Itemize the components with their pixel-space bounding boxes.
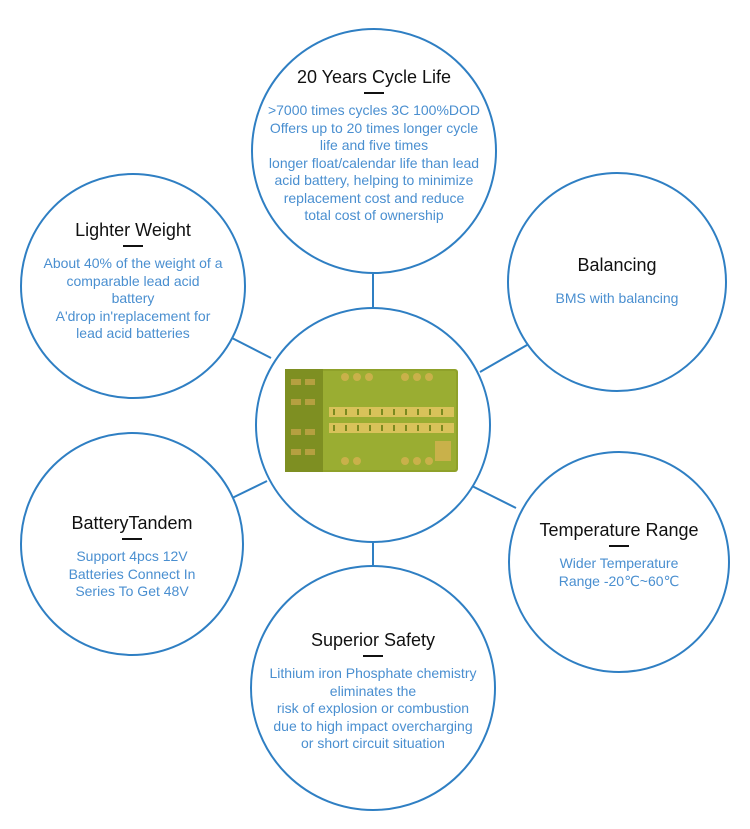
title-dash bbox=[364, 92, 384, 94]
cycle-life-description: >7000 times cycles 3C 100%DOD Offers up … bbox=[267, 102, 481, 223]
title-dash bbox=[363, 655, 383, 657]
lighter-weight-circle: Lighter Weight About 40% of the weight o… bbox=[20, 173, 246, 399]
balancing-circle: Balancing BMS with balancing bbox=[507, 172, 727, 392]
temperature-range-description: Wider Temperature Range -20℃~60℃ bbox=[558, 555, 680, 589]
pcb-board-image bbox=[285, 369, 458, 472]
temperature-range-title: Temperature Range bbox=[539, 520, 699, 540]
cycle-life-circle: 20 Years Cycle Life >7000 times cycles 3… bbox=[251, 28, 497, 274]
battery-tandem-description: Support 4pcs 12V Batteries Connect In Se… bbox=[68, 548, 196, 599]
battery-tandem-circle: BatteryTandem Support 4pcs 12V Batteries… bbox=[20, 432, 244, 656]
title-dash bbox=[122, 538, 142, 540]
lighter-weight-title: Lighter Weight bbox=[75, 220, 191, 240]
balancing-title: Balancing bbox=[577, 255, 657, 275]
superior-safety-title: Superior Safety bbox=[310, 630, 436, 650]
superior-safety-circle: Superior Safety Lithium iron Phosphate c… bbox=[250, 565, 496, 811]
lighter-weight-description: About 40% of the weight of a comparable … bbox=[43, 255, 223, 341]
title-dash bbox=[123, 245, 143, 247]
superior-safety-description: Lithium iron Phosphate chemistry elimina… bbox=[269, 665, 477, 751]
balancing-description: BMS with balancing bbox=[555, 290, 679, 306]
title-dash bbox=[609, 545, 629, 547]
temperature-range-circle: Temperature Range Wider Temperature Rang… bbox=[508, 451, 730, 673]
cycle-life-title: 20 Years Cycle Life bbox=[296, 67, 452, 87]
battery-tandem-title: BatteryTandem bbox=[71, 513, 193, 533]
